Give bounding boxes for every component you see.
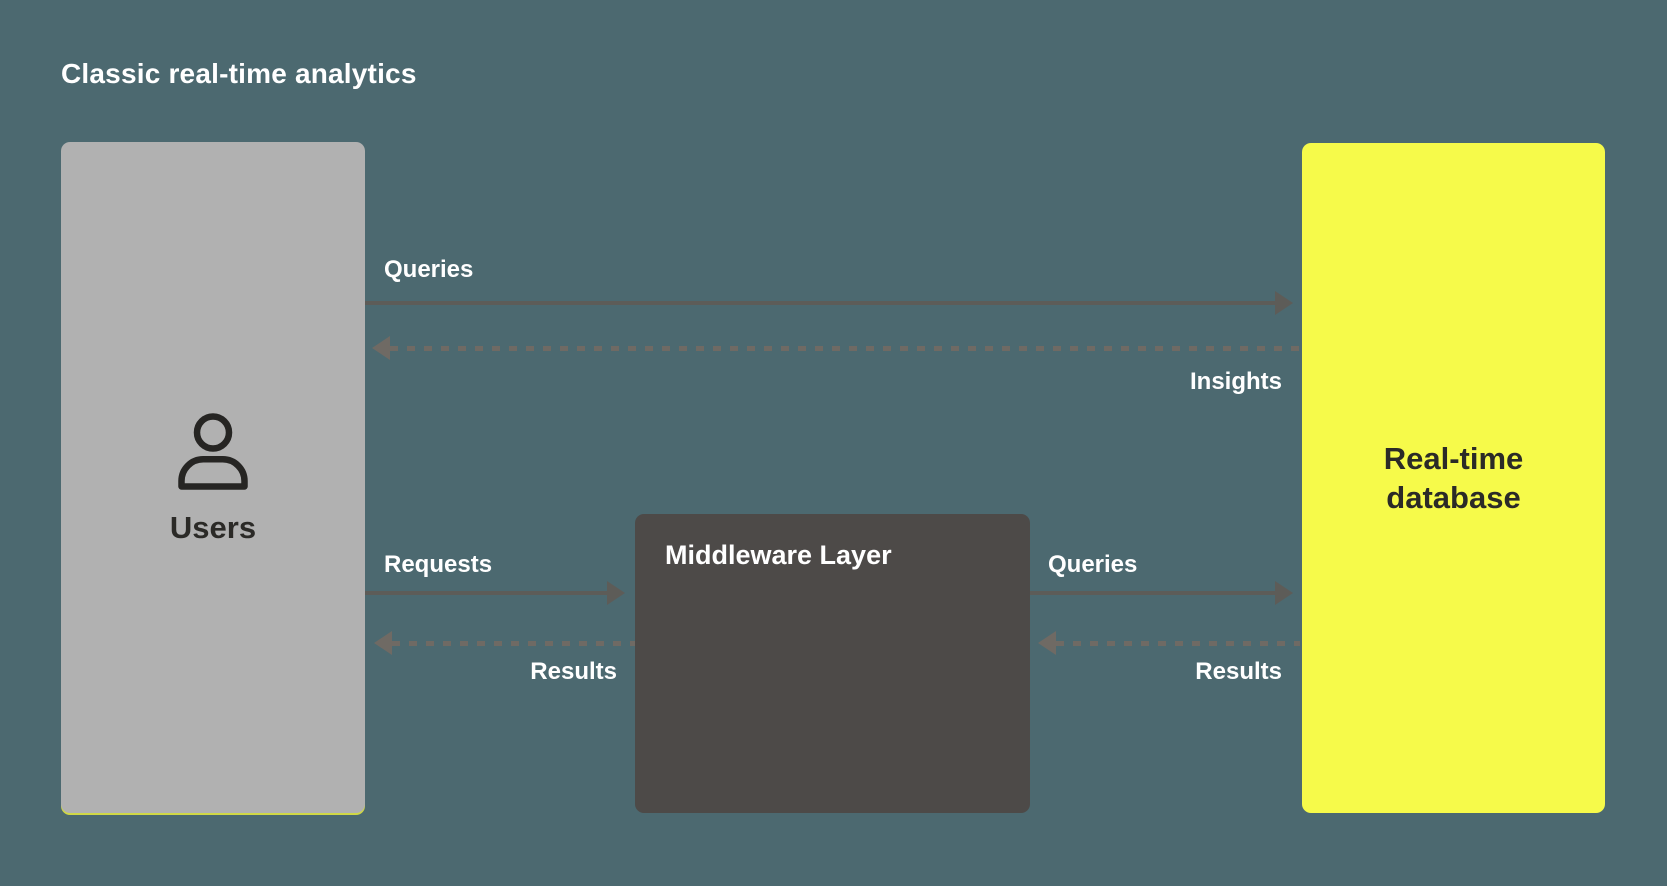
- edge-queries-right-line: [1030, 591, 1277, 595]
- edge-requests-label: Requests: [384, 551, 493, 578]
- node-middleware: Middleware Layer: [635, 514, 1030, 813]
- edge-results-left-label: Results: [530, 658, 617, 685]
- node-database: Real-time database: [1302, 143, 1605, 813]
- edge-queries-top-line: [365, 301, 1277, 305]
- diagram-title: Classic real-time analytics: [61, 58, 417, 89]
- edge-queries-right-arrowhead: [1275, 581, 1293, 605]
- database-label: Real-time database: [1383, 441, 1524, 515]
- edge-results-left-line: [392, 641, 635, 646]
- edge-results-right-line: [1056, 641, 1300, 646]
- users-label: Users: [169, 509, 257, 545]
- edge-results-right-arrowhead: [1038, 631, 1056, 655]
- node-users: Users: [61, 142, 365, 813]
- edge-requests-arrowhead: [607, 581, 625, 605]
- edge-queries-top-label: Queries: [384, 256, 474, 283]
- edge-insights-arrowhead: [372, 336, 390, 360]
- edge-queries-top-arrowhead: [1275, 291, 1293, 315]
- user-icon: [178, 412, 248, 490]
- edge-results-left-arrowhead: [374, 631, 392, 655]
- edge-results-right-label: Results: [1195, 658, 1282, 685]
- edge-queries-right-label: Queries: [1048, 551, 1138, 578]
- edge-insights-line: [390, 346, 1300, 351]
- edge-requests-line: [365, 591, 609, 595]
- edge-insights-label: Insights: [1189, 368, 1282, 395]
- middleware-label: Middleware Layer: [665, 540, 892, 570]
